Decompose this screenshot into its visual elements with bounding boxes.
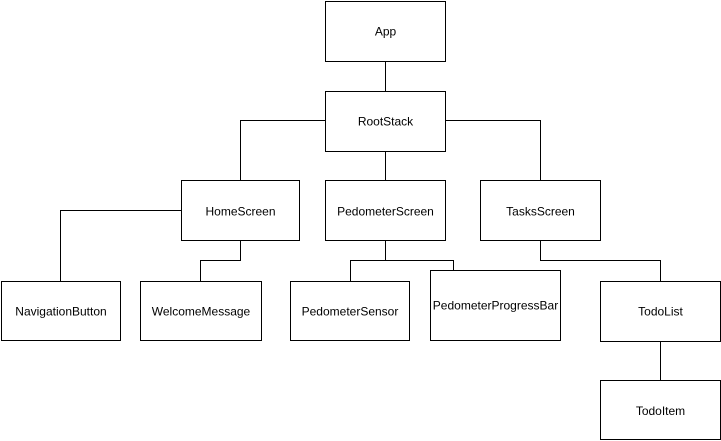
node-pedometerprogressbar-label: PedometerProgressBar: [433, 299, 558, 313]
node-welcomemessage: WelcomeMessage: [140, 281, 262, 341]
node-app-label: App: [375, 25, 397, 39]
edges: [60, 61, 661, 381]
node-pedometerprogressbar: PedometerProgressBar: [430, 270, 561, 341]
node-pedometersensor: PedometerSensor: [290, 281, 410, 341]
edge-rootstack-tasksscreen: [445, 120, 541, 181]
node-rootstack-label: RootStack: [358, 115, 414, 129]
node-homescreen-label: HomeScreen: [205, 205, 275, 219]
edge-homescreen-navigationbutton: [60, 210, 181, 281]
node-todolist-label: TodoList: [638, 305, 683, 319]
node-navigationbutton: NavigationButton: [1, 281, 121, 341]
node-pedometersensor-label: PedometerSensor: [302, 305, 399, 319]
edge-homescreen-welcomemessage: [200, 241, 241, 281]
node-tasksscreen-label: TasksScreen: [506, 205, 575, 219]
node-todolist: TodoList: [600, 281, 721, 342]
edge-tasksscreen-todolist: [540, 241, 661, 281]
node-todoitem-label: TodoItem: [636, 404, 685, 418]
edge-pedometerscreen-pedometersensor: [350, 241, 386, 281]
node-tasksscreen: TasksScreen: [480, 180, 601, 241]
node-homescreen: HomeScreen: [181, 180, 300, 241]
node-navigationbutton-label: NavigationButton: [15, 305, 106, 319]
node-welcomemessage-label: WelcomeMessage: [152, 305, 251, 319]
node-rootstack: RootStack: [325, 91, 446, 152]
edge-rootstack-homescreen: [240, 120, 325, 181]
edge-pedometerscreen-pedometerprogressbar: [385, 260, 454, 270]
node-todoitem: TodoItem: [600, 380, 721, 440]
node-pedometerscreen-label: PedometerScreen: [337, 205, 434, 219]
node-app: App: [325, 1, 446, 62]
node-pedometerscreen: PedometerScreen: [325, 180, 446, 241]
